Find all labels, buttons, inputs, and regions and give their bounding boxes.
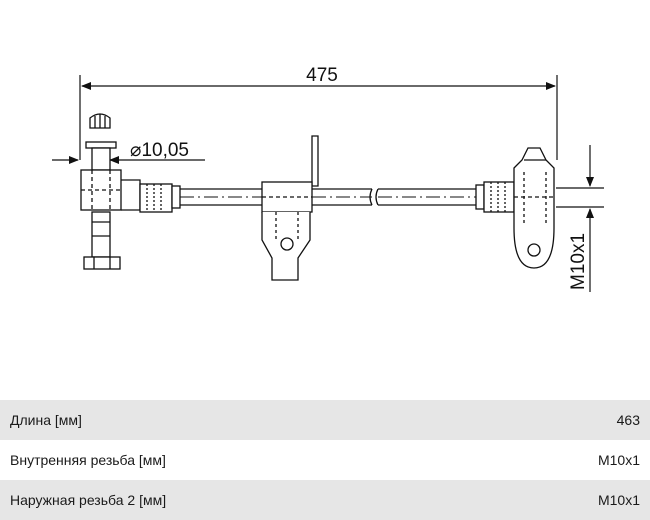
hose <box>180 188 476 206</box>
spec-row-internal-thread: Внутренняя резьба [мм] M10x1 <box>0 440 650 480</box>
right-fitting <box>475 147 556 269</box>
diameter-label: ⌀10,05 <box>130 140 189 161</box>
spec-value: 463 <box>616 412 640 428</box>
spec-row-external-thread: Наружная резьба 2 [мм] M10x1 <box>0 480 650 520</box>
diameter-dimension: ⌀10,05 <box>52 140 205 164</box>
spec-label: Внутренняя резьба [мм] <box>10 452 166 468</box>
length-label: 475 <box>306 65 338 86</box>
thread-label: M10x1 <box>568 233 589 290</box>
spec-row-length: Длина [мм] 463 <box>0 400 650 440</box>
specs-table: Длина [мм] 463 Внутренняя резьба [мм] M1… <box>0 400 650 520</box>
spec-label: Длина [мм] <box>10 412 82 428</box>
spec-label: Наружная резьба 2 [мм] <box>10 492 167 508</box>
technical-drawing: 475 ⌀10,05 <box>52 65 604 292</box>
left-fitting <box>80 113 181 270</box>
length-dimension: 475 <box>79 65 558 160</box>
middle-bracket <box>261 135 319 281</box>
thread-dimension: M10x1 <box>556 145 604 292</box>
spec-value: M10x1 <box>597 492 640 508</box>
spec-value: M10x1 <box>597 452 640 468</box>
